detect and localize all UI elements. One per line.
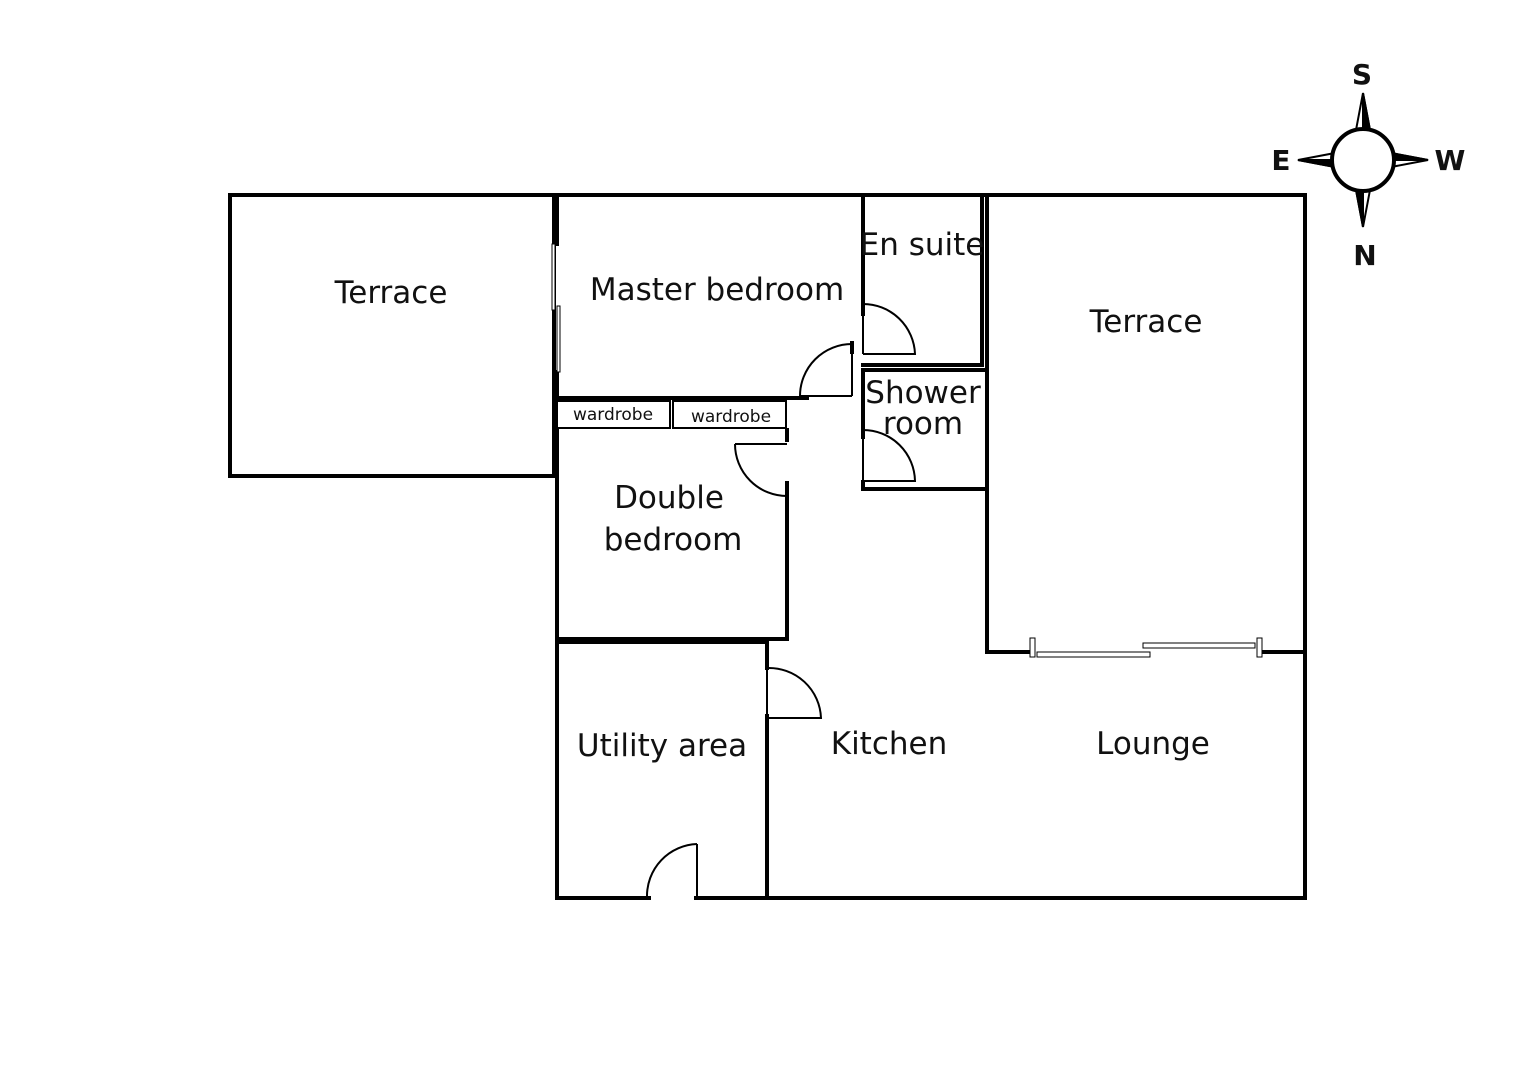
sliding-door-master (551, 243, 561, 373)
label-shower-room-line1: Shower (865, 375, 981, 411)
label-lounge: Lounge (1096, 726, 1210, 762)
label-wardrobe-2: wardrobe (691, 407, 771, 427)
door-utility-kitchen (766, 666, 823, 719)
label-double-bedroom-line2: bedroom (604, 522, 743, 558)
compass-rose-icon (1297, 92, 1429, 228)
terrace-left-outline (228, 193, 556, 478)
label-terrace-right: Terrace (1089, 304, 1203, 340)
sliding-door-terrace (1029, 637, 1263, 658)
walls (228, 193, 1307, 900)
compass-label-left: E (1271, 144, 1290, 177)
wardrobe-2 (672, 400, 787, 429)
compass-label-bottom: N (1353, 239, 1376, 272)
door-front (645, 843, 698, 898)
door-double-bedroom (734, 443, 788, 497)
room-labels: Terrace Master bedroom En suite Terrace … (334, 227, 1210, 764)
label-utility-area: Utility area (577, 728, 747, 764)
wardrobe-1 (556, 400, 671, 429)
compass-label-top: S (1352, 58, 1372, 91)
label-wardrobe-1: wardrobe (573, 405, 653, 425)
wardrobes (556, 400, 787, 429)
label-kitchen: Kitchen (831, 726, 948, 762)
label-shower-room-line2: room (883, 406, 963, 442)
door-master-bedroom (798, 343, 853, 397)
label-terrace-left: Terrace (334, 275, 448, 311)
label-master-bedroom: Master bedroom (590, 272, 844, 308)
door-shower-room (862, 429, 917, 482)
compass-label-right: W (1435, 144, 1466, 177)
door-en-suite (862, 303, 917, 355)
label-en-suite: En suite (860, 227, 985, 263)
label-double-bedroom-line1: Double (614, 480, 724, 516)
compass: S N E W (1271, 58, 1465, 272)
swing-doors (645, 303, 917, 898)
